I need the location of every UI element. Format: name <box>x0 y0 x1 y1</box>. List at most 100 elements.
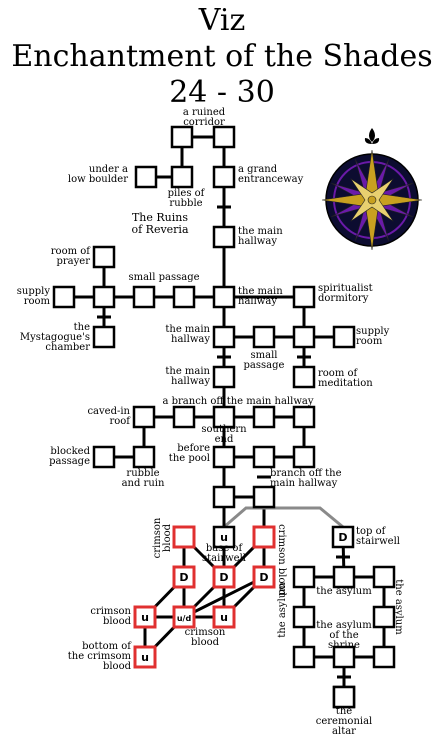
map-room[interactable] <box>170 125 194 149</box>
map-room[interactable] <box>212 445 236 469</box>
map-room[interactable] <box>212 165 236 189</box>
room-label: a branch off the main hallway <box>162 396 313 407</box>
map-room[interactable] <box>252 325 276 349</box>
map-room[interactable] <box>292 365 316 389</box>
map-room[interactable] <box>132 405 156 429</box>
room-label: top of <box>356 526 387 537</box>
map-room[interactable] <box>92 245 116 269</box>
map-room[interactable]: u/d <box>172 605 196 629</box>
rotated-room-label: the asylum <box>393 579 404 635</box>
map-room[interactable] <box>292 325 316 349</box>
map-room[interactable]: D <box>252 565 276 589</box>
map-doors <box>97 205 351 679</box>
room-label: rubble <box>169 198 202 209</box>
room-label: room of <box>318 368 359 379</box>
map-room[interactable] <box>372 605 396 629</box>
room-label: the <box>74 322 90 333</box>
map-room[interactable] <box>172 285 196 309</box>
map-room[interactable]: u <box>212 605 236 629</box>
map-room[interactable] <box>132 445 156 469</box>
stairwell-path <box>223 506 344 529</box>
map-room[interactable]: D <box>212 565 236 589</box>
room-label: branch off the <box>270 468 342 479</box>
map-room[interactable] <box>252 445 276 469</box>
room-label: prayer <box>57 256 91 267</box>
map-room[interactable] <box>292 645 316 669</box>
map-room[interactable] <box>134 165 158 189</box>
map-room[interactable] <box>172 405 196 429</box>
map-room[interactable] <box>332 685 356 709</box>
map-room[interactable] <box>92 445 116 469</box>
map-room[interactable] <box>372 565 396 589</box>
room-label: main hallway <box>270 478 338 489</box>
map-room[interactable]: u <box>133 605 157 629</box>
map-room[interactable] <box>252 525 276 549</box>
room-label: spiritualist <box>318 283 373 294</box>
room-label: room <box>24 296 51 307</box>
room-label: rubble <box>126 468 159 479</box>
map-room[interactable] <box>212 285 236 309</box>
map-room[interactable]: D <box>331 525 355 549</box>
map-room[interactable]: u <box>212 525 236 549</box>
room-label: piles of <box>168 188 206 199</box>
map-room[interactable] <box>292 445 316 469</box>
room-label: blocked <box>50 446 90 457</box>
room-label: of the <box>329 630 358 641</box>
map-room[interactable] <box>292 565 316 589</box>
room-label: ceremonial <box>316 716 373 727</box>
room-marker: u <box>141 611 149 624</box>
map-room[interactable] <box>252 405 276 429</box>
map-room[interactable] <box>92 325 116 349</box>
map-room[interactable] <box>212 325 236 349</box>
room-label: stairwell <box>356 536 400 547</box>
room-label: the asylum <box>316 586 372 597</box>
room-label: the <box>336 706 352 717</box>
map-room[interactable] <box>292 605 316 629</box>
room-label: the asylum <box>316 620 372 631</box>
room-marker: D <box>259 571 268 584</box>
map-room[interactable] <box>132 285 156 309</box>
room-label: dormitory <box>318 293 369 304</box>
rotated-room-label: crimson <box>152 517 163 558</box>
room-label: corridor <box>183 117 225 128</box>
map-title-level-range: 24 - 30 <box>169 75 275 110</box>
room-label: chamber <box>45 342 90 353</box>
room-label: room of <box>51 246 92 257</box>
map-room[interactable] <box>170 165 194 189</box>
room-marker: u <box>220 611 228 624</box>
map-room[interactable] <box>52 285 76 309</box>
map-room[interactable] <box>292 285 316 309</box>
map-room[interactable] <box>332 325 356 349</box>
room-label: a ruined <box>183 107 226 118</box>
room-label: caved-in <box>87 406 130 417</box>
map-room[interactable] <box>172 525 196 549</box>
map-room[interactable] <box>212 365 236 389</box>
room-label: a grand <box>238 164 278 175</box>
room-marker: u <box>141 651 149 664</box>
map-room[interactable]: D <box>172 565 196 589</box>
map-room[interactable]: u <box>133 645 157 669</box>
rotated-room-label: blood <box>162 523 173 552</box>
room-label: room <box>356 336 383 347</box>
room-label: southern <box>201 424 247 435</box>
map-room[interactable] <box>212 125 236 149</box>
map-room[interactable] <box>212 225 236 249</box>
map-room[interactable] <box>212 485 236 509</box>
map-title-area: Enchantment of the Shades <box>11 39 433 74</box>
room-label: passage <box>49 456 90 467</box>
map-room[interactable] <box>332 645 356 669</box>
map-room[interactable] <box>252 485 276 509</box>
map-room[interactable] <box>292 405 316 429</box>
room-label: supply <box>17 286 51 297</box>
room-label: low boulder <box>68 174 128 185</box>
room-label: roof <box>109 416 131 427</box>
room-label: blood <box>191 637 220 648</box>
room-marker: D <box>179 571 188 584</box>
room-label: meditation <box>318 378 373 389</box>
map-room[interactable] <box>332 565 356 589</box>
room-label: small passage <box>128 272 199 283</box>
map-room[interactable] <box>212 405 236 429</box>
map-room[interactable] <box>92 285 116 309</box>
map-room[interactable] <box>372 645 396 669</box>
